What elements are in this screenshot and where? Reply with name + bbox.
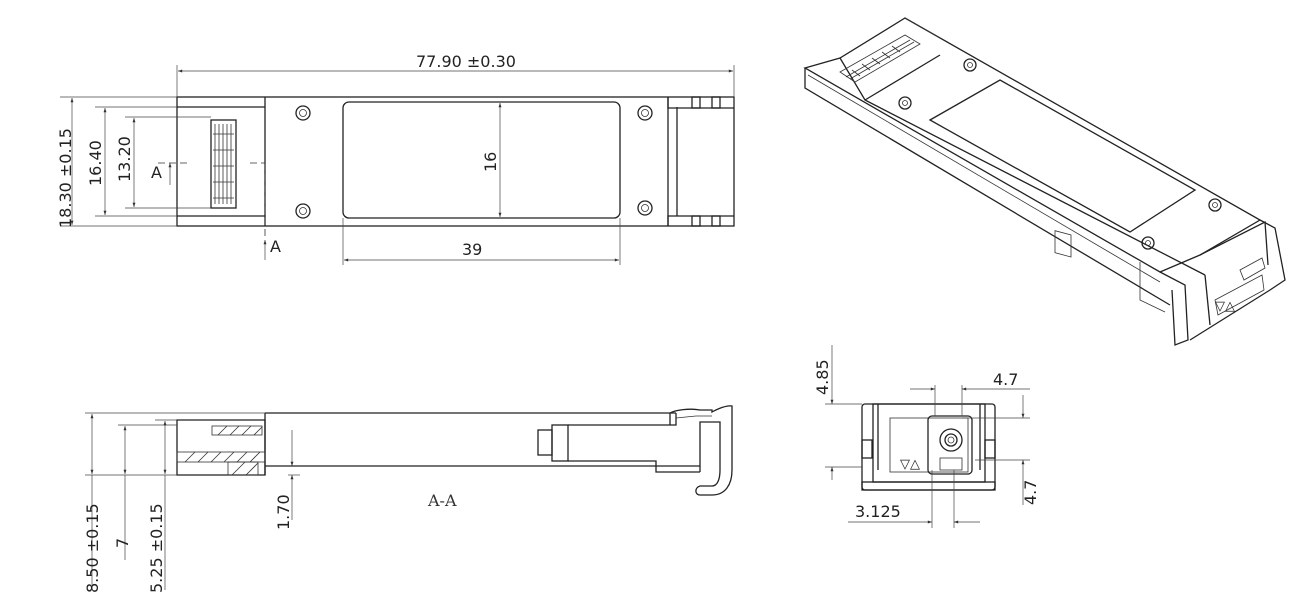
section-view: 8.50 ±0.15 7 5.25 ±0.15 1.70 A-A [83,405,733,593]
section-mark-bottom: A [270,237,281,256]
fiber-port-icon [939,428,963,452]
label-area [342,101,621,219]
screw-icon [295,105,653,219]
port-symbols-front: ▽△ [900,457,920,472]
height-7-dim: 7 [113,538,132,548]
dim-47-top: 4.7 [993,370,1018,389]
overall-length-dim: 77.90 ±0.30 [416,52,516,71]
total-height-dim: 8.50 ±0.15 [83,503,102,593]
section-title: A-A [427,491,457,510]
edge-connector-iso [839,34,921,83]
overall-width-dim: 18.30 ±0.15 [56,128,75,228]
module-outline [176,96,735,227]
dim-485: 4.85 [813,359,832,395]
isometric-view: ▽△ [803,17,1286,346]
label-area-iso [928,79,1197,233]
dim-3125: 3.125 [855,502,901,521]
thickness-dim: 1.70 [274,494,293,530]
front-view: ▽△ 4.85 4.7 4.7 3.125 [813,345,1040,528]
top-view: A A 77.90 ±0.30 1 [56,52,735,265]
label-length-dim: 39 [462,240,482,259]
edge-connector [210,119,237,209]
section-mark-left: A [151,163,162,182]
port-symbols-iso: ▽△ [1215,299,1235,314]
cage-width-dim: 13.20 [115,136,134,182]
screw-icon [898,58,1222,250]
dim-47-right: 4.7 [1021,480,1040,505]
height-525-dim: 5.25 ±0.15 [147,503,166,593]
inner-width-dim: 16.40 [86,140,105,186]
label-height-dim: 16 [481,152,500,172]
